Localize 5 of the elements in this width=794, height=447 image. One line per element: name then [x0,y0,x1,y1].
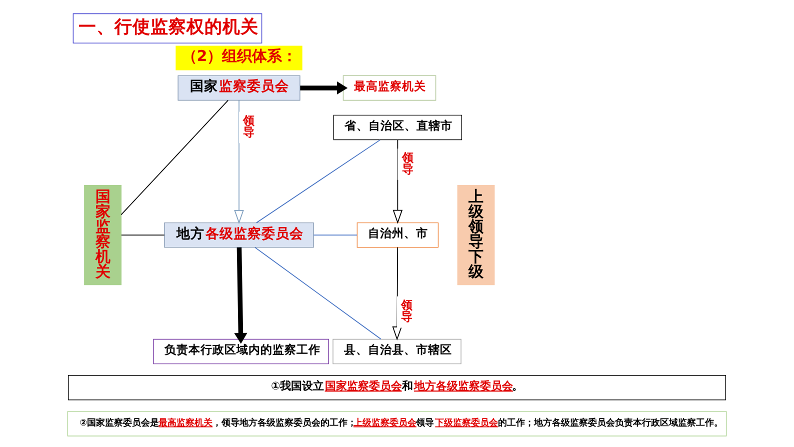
label: （2）组织体系： [182,47,298,66]
edge-label: 领导 [401,298,414,324]
edge-label: 领导 [402,150,414,176]
diagram-title: 一、行使监察权的机关 [78,17,258,38]
edge-label: 领导 [243,113,256,140]
